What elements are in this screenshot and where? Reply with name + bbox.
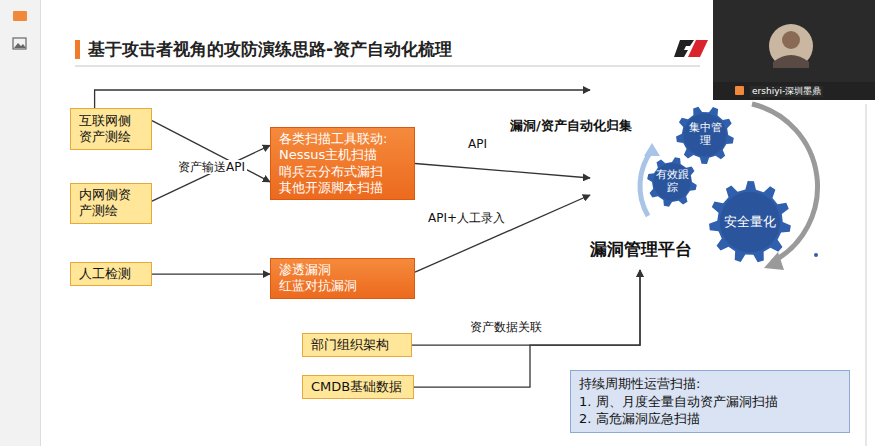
node-text: 有效跟踪 [654, 169, 689, 194]
edge-label: API [466, 137, 489, 151]
node-text: 1. 周、月度全量自动资产漏洞扫描 [579, 393, 841, 411]
node-text: 2. 高危漏洞应急扫描 [579, 410, 841, 428]
node-text: Nessus主机扫描 [279, 147, 406, 163]
title-rule [75, 65, 700, 67]
node-text: 部门组织架构 [311, 337, 403, 353]
dot [814, 253, 818, 257]
title-marker [75, 40, 80, 59]
edge-label: API+人工录入 [426, 211, 507, 225]
node-text: 渗透漏洞 [279, 262, 406, 278]
connector-arrow [152, 145, 270, 201]
node-text: 红蓝对抗漏洞 [279, 278, 406, 294]
node-text: 持续周期性运营扫描: [579, 375, 841, 393]
gear-outline [676, 107, 734, 164]
node-text: 内网侧资产测绘 [79, 187, 135, 220]
process-box: 互联网侧资产测绘 [70, 108, 152, 150]
scroll-edge [865, 104, 867, 446]
process-box: 内网侧资产测绘 [70, 183, 152, 224]
node-text: 人工检测 [79, 266, 143, 282]
edge-label: 资产数据关联 [468, 320, 544, 334]
logo-mark [688, 40, 708, 57]
node-text: 互联网侧资产测绘 [79, 113, 135, 146]
annotation-text: 漏洞/资产自动化归集 [508, 118, 634, 134]
gear-ring [683, 113, 726, 156]
connector-arrow [415, 195, 590, 272]
connector-arrow [152, 273, 270, 274]
node-text: CMDB基础数据 [311, 379, 405, 395]
connector-arrow [415, 164, 590, 179]
gear-node: 安全量化 [708, 180, 792, 264]
sidebar-icons [0, 0, 40, 80]
video-tile [713, 0, 875, 100]
node-text: 哨兵云分布式漏扫 [279, 164, 406, 180]
node-text: 集中管理 [687, 122, 722, 147]
process-box: 部门组织架构 [302, 333, 412, 357]
video-avatar [713, 0, 875, 100]
edge-label: 资产输送API [176, 160, 247, 174]
app-sidebar [0, 0, 41, 446]
process-box: 渗透漏洞红蓝对抗漏洞 [270, 258, 415, 299]
platform-title: 漏洞管理平台 [590, 238, 692, 261]
connector-arrow [412, 270, 640, 345]
gear-node: 有效跟踪 [646, 156, 698, 208]
process-box: 人工检测 [70, 262, 152, 286]
connector-arrow [95, 90, 590, 108]
participant-name: ershiyi-深圳墨鼎 [750, 86, 823, 97]
process-box: 各类扫描工具联动:Nessus主机扫描哨兵云分布式漏扫其他开源脚本扫描 [270, 127, 415, 200]
slide-title: 基于攻击者视角的攻防演练思路-资产自动化梳理 [88, 38, 452, 61]
gear-ring [653, 163, 690, 200]
node-text: 其他开源脚本扫描 [279, 180, 406, 196]
gear-node: 集中管理 [675, 105, 735, 165]
cycle-arrow [764, 252, 784, 270]
process-box: 持续周期性运营扫描:1. 周、月度全量自动资产漏洞扫描2. 高危漏洞应急扫描 [570, 370, 850, 433]
process-box: CMDB基础数据 [302, 375, 414, 399]
gear-ring [720, 192, 780, 252]
gear-outline [709, 181, 791, 262]
connector-arrow [152, 121, 270, 182]
node-text: 各类扫描工具联动: [279, 131, 406, 147]
node-text: 安全量化 [724, 215, 776, 230]
cycle-arrow [640, 150, 652, 216]
platform-group: 漏洞管理平台 集中管理有效跟踪安全量化 [590, 80, 830, 270]
cycle-arrow [644, 143, 660, 156]
gear-outline [647, 157, 697, 207]
